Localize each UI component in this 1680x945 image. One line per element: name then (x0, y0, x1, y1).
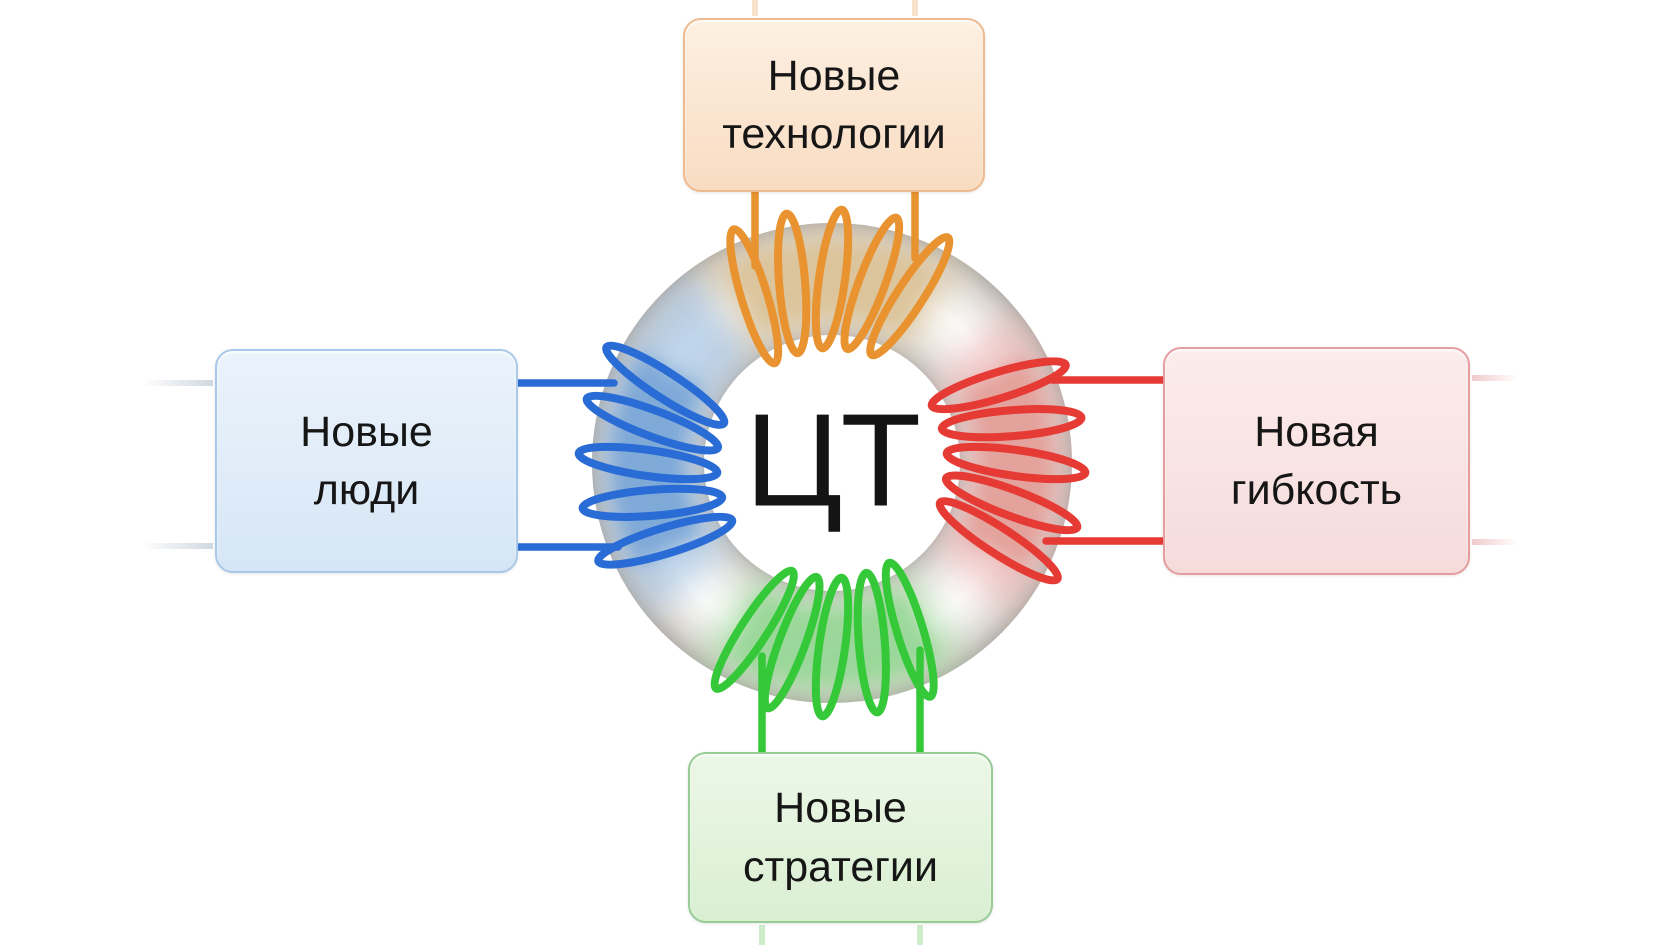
coil-blue-left (574, 341, 737, 569)
node-label-line: гибкость (1230, 466, 1403, 514)
node-label-line: Новая (1254, 407, 1379, 456)
node-label-line: Новые (774, 784, 907, 833)
coil-green-bottom (710, 558, 938, 721)
node-new-people: Новые люди (215, 349, 518, 573)
coil-red-right (927, 357, 1090, 585)
faint-wire-stubs (142, 0, 1516, 945)
node-label-line: Новые (767, 51, 901, 100)
node-label-line: стратегии (743, 842, 938, 891)
toroid-core (592, 223, 1072, 703)
node-label-line: люди (313, 466, 420, 514)
node-new-technologies: Новые технологии (683, 18, 985, 192)
center-core-label: ЦТ (744, 386, 921, 534)
node-label-line: технологии (722, 110, 946, 158)
toroid-color-tints (596, 227, 1068, 699)
node-label-line: Новые (300, 407, 433, 456)
node-new-flexibility: Новая гибкость (1163, 347, 1470, 575)
node-new-strategies: Новые стратегии (688, 752, 993, 923)
coil-orange-top (726, 205, 954, 368)
